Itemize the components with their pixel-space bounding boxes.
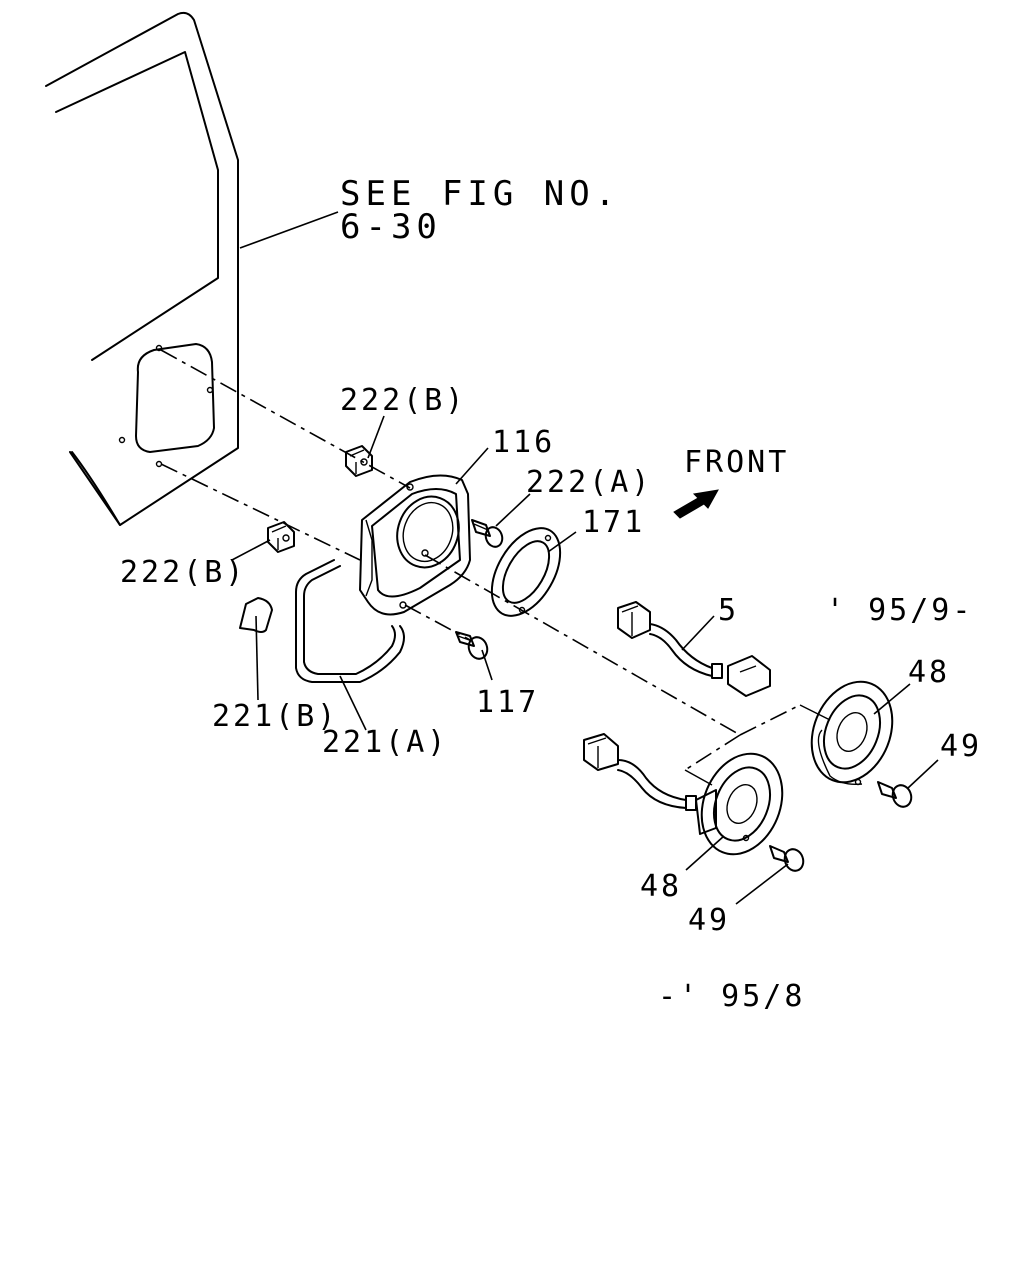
clip-222b-top: [345, 445, 373, 477]
callout-221b: 221(B): [212, 699, 338, 734]
wiring-harness-lower: [583, 733, 697, 811]
assembly-lines: [160, 349, 831, 786]
leader-lines: [231, 415, 939, 905]
date-range-until: -' 95/8: [658, 979, 805, 1014]
callout-5: 5: [718, 593, 739, 628]
date-range-from: ' 95/9-: [826, 593, 973, 628]
screw-222a: [471, 519, 504, 548]
callout-221a: 221(A): [322, 725, 448, 760]
speaker-48-right: [810, 680, 894, 786]
clip-222b-left: [267, 521, 295, 553]
wiring-harness-5: [617, 601, 771, 697]
weatherstrip-221a: [295, 559, 405, 683]
callout-116: 116: [492, 425, 555, 460]
callout-49-lower: 49: [688, 903, 730, 938]
speaker-bracket-116: [359, 474, 471, 616]
callout-171: 171: [582, 505, 645, 540]
front-label: FRONT: [684, 445, 789, 480]
reference-leader: [239, 211, 339, 249]
callout-49-right: 49: [940, 729, 982, 764]
callout-48-lower: 48: [640, 869, 682, 904]
speaker-48-lower: [695, 752, 784, 856]
screw-49-right: [877, 781, 913, 808]
reference-note-line2: 6-30: [340, 207, 442, 247]
callout-222a: 222(A): [526, 465, 652, 500]
callout-222b-top: 222(B): [340, 383, 466, 418]
gasket-ring-171: [490, 527, 562, 617]
screw-49-lower: [769, 845, 805, 872]
callout-117: 117: [476, 685, 539, 720]
callout-222b-left: 222(B): [120, 555, 246, 590]
door-panel: [45, 11, 239, 526]
screw-117: [455, 631, 489, 660]
callout-48-right: 48: [908, 655, 950, 690]
arrow-right-icon: [673, 489, 719, 519]
reference-note-line1: SEE FIG NO.: [340, 174, 620, 214]
